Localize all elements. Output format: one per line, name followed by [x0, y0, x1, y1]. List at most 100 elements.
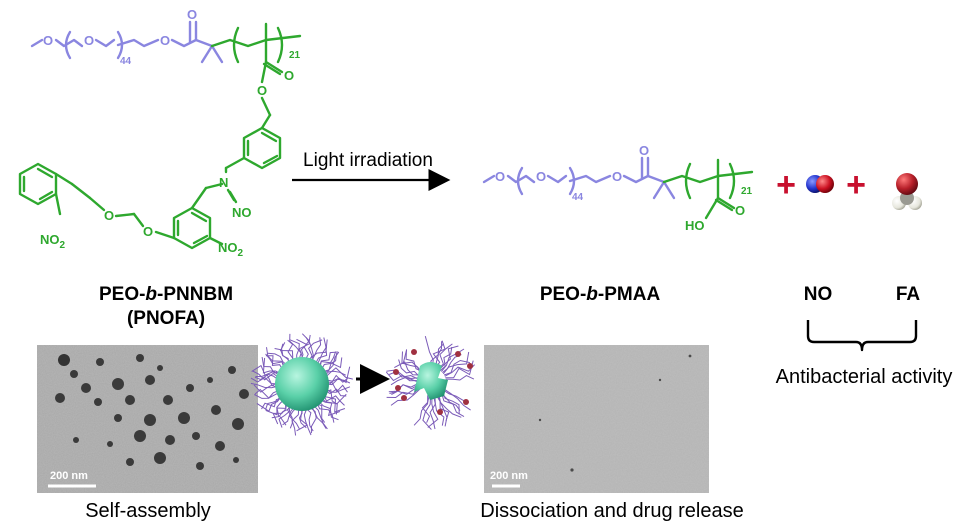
- reactant-pmaa-backbone: [18, 22, 302, 250]
- polymer-chain: [434, 395, 445, 426]
- polymer-chain: [323, 394, 345, 406]
- reactant-ester-o2: O: [257, 83, 267, 98]
- polymer-chain: [289, 407, 300, 430]
- polymer-chain: [401, 351, 422, 375]
- grouping-bracket: [806, 320, 918, 352]
- reactant-peo-o: O: [84, 33, 94, 48]
- released-drug-particle: [463, 399, 469, 405]
- product-peo-o: O: [536, 169, 546, 184]
- polymer-chain: [304, 407, 314, 432]
- polymer-chain: [255, 373, 279, 381]
- polymer-chain: [252, 370, 280, 381]
- polymer-chain: [309, 406, 317, 434]
- product-peo-repeat: 44: [572, 192, 584, 203]
- polymer-chain: [386, 369, 419, 380]
- polymer-chain: [261, 357, 282, 374]
- fa-label: FA: [896, 284, 921, 305]
- polymer-chain: [254, 391, 280, 399]
- released-drug-particle: [401, 395, 407, 401]
- polymer-chain: [443, 359, 471, 376]
- released-drug-particle: [411, 349, 417, 355]
- product-peo-block: [482, 156, 676, 200]
- polymer-chain: [271, 401, 287, 419]
- polymer-chain: [325, 381, 351, 393]
- reactant-nitro-right: NO2: [218, 240, 244, 259]
- polymer-chain: [253, 384, 279, 393]
- plus-sign-1: +: [776, 166, 796, 204]
- polymer-chain: [427, 395, 439, 428]
- polymer-chain: [250, 376, 279, 385]
- reactant-nitro-left: NO2: [40, 232, 66, 251]
- polymer-chain: [254, 374, 279, 387]
- released-drug-particle: [393, 369, 399, 375]
- product-hydroxyl: HO: [685, 218, 705, 233]
- polymer-chain: [325, 366, 351, 384]
- polymer-chain: [280, 343, 290, 365]
- antibacterial-label: Antibacterial activity: [776, 366, 953, 388]
- polymer-chain: [262, 357, 281, 375]
- polymer-chain: [296, 407, 309, 432]
- reactant-ether-o2: O: [104, 208, 114, 223]
- no-label: NO: [804, 284, 833, 305]
- polymer-chain: [391, 385, 419, 395]
- tem-nanoparticles: [55, 354, 249, 470]
- polymer-chain: [390, 388, 421, 406]
- polymer-chain: [402, 349, 423, 373]
- product-structure: O O 44 O O 21 O HO: [482, 143, 754, 233]
- polymer-chain: [325, 378, 351, 386]
- polymer-chain: [289, 339, 300, 361]
- polymer-chain: [322, 395, 346, 413]
- polymer-chain: [291, 407, 300, 436]
- micelle-dissociated: [385, 335, 475, 430]
- reactant-structure: O O 44 O O: [18, 7, 302, 259]
- polymer-chain: [313, 404, 328, 430]
- released-drug-particle: [455, 351, 461, 357]
- polymer-chain: [441, 391, 460, 415]
- reactant-nitroso: NO: [232, 205, 252, 220]
- polymer-chain: [289, 333, 302, 361]
- product-name: PEO-b-PMAA: [540, 284, 661, 305]
- reactant-carbonyl-o2: O: [284, 68, 294, 83]
- product-methoxy-o: O: [495, 169, 505, 184]
- polymer-chain: [445, 375, 475, 381]
- polymer-chain: [256, 395, 282, 412]
- polymer-chain: [315, 403, 326, 423]
- polymer-chain: [437, 394, 450, 422]
- reactant-carbonyl-o: O: [187, 7, 197, 22]
- polymer-chain: [306, 334, 315, 361]
- polymer-chain: [250, 382, 279, 389]
- polymer-chain: [386, 387, 420, 399]
- polymer-chain: [320, 353, 338, 371]
- polymer-chain: [324, 370, 347, 376]
- polymer-chain: [438, 345, 459, 371]
- polymer-chain: [389, 384, 419, 394]
- tem-image-self-assembly: 200 nm: [37, 345, 258, 493]
- polymer-chain: [413, 395, 429, 426]
- polymer-chain: [282, 406, 295, 426]
- polymer-chain: [278, 404, 292, 426]
- scale-label-right: 200 nm: [490, 470, 528, 482]
- polymer-chain: [394, 361, 420, 376]
- nitric-oxide-molecule: [806, 175, 834, 193]
- polymer-chain: [314, 337, 328, 365]
- polymer-chain: [324, 388, 347, 397]
- product-ester-o: O: [612, 169, 622, 184]
- formaldehyde-molecule: [892, 173, 922, 210]
- polymer-chain: [310, 337, 322, 363]
- caption-dissociation: Dissociation and drug release: [480, 500, 744, 522]
- reactant-amine-n: N: [219, 175, 228, 190]
- scale-label-left: 200 nm: [50, 470, 88, 482]
- reactant-peo-repeat: 44: [120, 56, 132, 67]
- polymer-chain: [267, 352, 288, 366]
- polymer-chain: [325, 384, 348, 393]
- polymer-chain: [390, 377, 419, 386]
- polymer-chain: [444, 364, 475, 377]
- product-carbonyl-o: O: [639, 143, 649, 158]
- polymer-chain: [439, 346, 453, 372]
- polymer-chain: [421, 395, 431, 423]
- polymer-chain: [286, 405, 293, 429]
- polymer-chain: [265, 355, 284, 371]
- polymer-chain: [303, 407, 312, 436]
- caption-self-assembly: Self-assembly: [85, 500, 211, 522]
